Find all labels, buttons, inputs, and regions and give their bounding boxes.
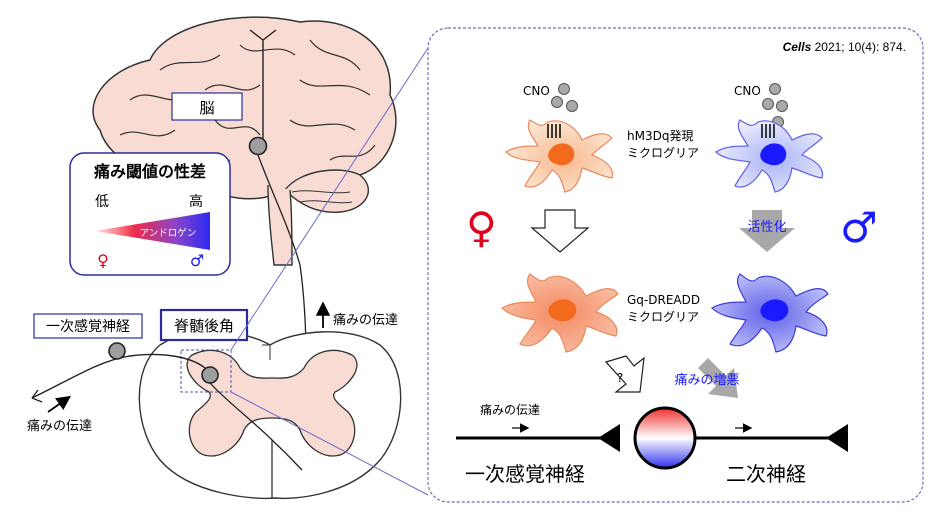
gq-label-line1: Gq-DREADD: [627, 293, 700, 307]
afferent-terminal: [31, 389, 43, 403]
female-microglia-resting: [505, 119, 614, 193]
male-microglia-activated: [711, 273, 829, 353]
brain-neuron-dendrite: [249, 29, 277, 145]
primary-nerve-bottom-label: 一次感覚神経: [465, 462, 585, 486]
up-pain-label: 痛みの伝達: [333, 312, 398, 328]
zoom-line-bottom: [230, 391, 429, 496]
threshold-title: 痛み閾値の性差: [93, 162, 206, 181]
threshold-panel: 痛み閾値の性差 低 高 アンドロゲン ♀ ♂: [69, 152, 231, 276]
cno-label-male: CNO: [734, 84, 761, 98]
female-symbol-icon: ♀: [466, 203, 497, 252]
hm3dq-label-line2: ミクログリア: [627, 146, 699, 160]
activation-label: 活性化: [747, 220, 786, 235]
question-arrow-icon: [604, 355, 645, 393]
female-microglia-activated: [501, 273, 619, 353]
primary-afferent-fiber: [31, 353, 206, 399]
primary-terminal-icon: [598, 424, 620, 452]
down-arrow-gray-icon: [739, 210, 795, 252]
left-pain-arrow: [47, 395, 71, 413]
brain-label: 脳: [199, 99, 214, 117]
secondary-terminal-icon: [826, 424, 848, 452]
secondary-neuron-soma: [633, 406, 697, 470]
dorsal-horn-highlight: [180, 349, 232, 393]
down-arrow-open-icon: [530, 209, 590, 253]
male-symbol-icon: ♂: [840, 203, 878, 252]
left-pain-label: 痛みの伝達: [27, 418, 92, 434]
dorsal-horn-neuron-soma: [201, 366, 219, 384]
secondary-nerve-label: 二次神経: [726, 462, 806, 486]
zoom-line-top: [230, 47, 429, 351]
cno-molecules-female: [551, 83, 578, 112]
pain-worsening-label: 痛みの増悪: [674, 372, 739, 388]
cno-label-female: CNO: [523, 84, 550, 98]
primary-nerve-label-box: [33, 313, 143, 339]
hm3dq-label-line1: hM3Dq発現: [627, 129, 693, 143]
cno-molecules-male: [762, 83, 788, 128]
threshold-high-label: 高: [189, 193, 203, 210]
threshold-male-icon: ♂: [190, 251, 204, 270]
citation-rest: 2021; 10(4): 874.: [811, 40, 906, 54]
dorsal-horn-label: 脊髄後角: [174, 317, 234, 335]
secondary-neuron-axon: [209, 382, 303, 471]
androgen-gradient-wedge: [95, 212, 210, 250]
male-microglia-resting: [715, 119, 824, 193]
primary-nerve-label: 一次感覚神経: [46, 318, 130, 335]
brain-neuron-soma: [248, 136, 268, 156]
bottom-pain-label: 痛みの伝達: [480, 402, 540, 417]
citation-journal: Cells: [783, 40, 812, 54]
drg-neuron-soma: [108, 342, 126, 360]
brain-label-box: [171, 92, 243, 121]
citation: Cells 2021; 10(4): 874.: [783, 40, 906, 54]
threshold-low-label: 低: [95, 194, 109, 210]
threshold-female-icon: ♀: [97, 251, 109, 270]
gq-label-line2: ミクログリア: [627, 310, 699, 324]
question-mark: ?: [617, 371, 623, 385]
diagonal-arrow-gray-icon: [698, 358, 738, 398]
androgen-label: アンドロゲン: [140, 227, 197, 239]
